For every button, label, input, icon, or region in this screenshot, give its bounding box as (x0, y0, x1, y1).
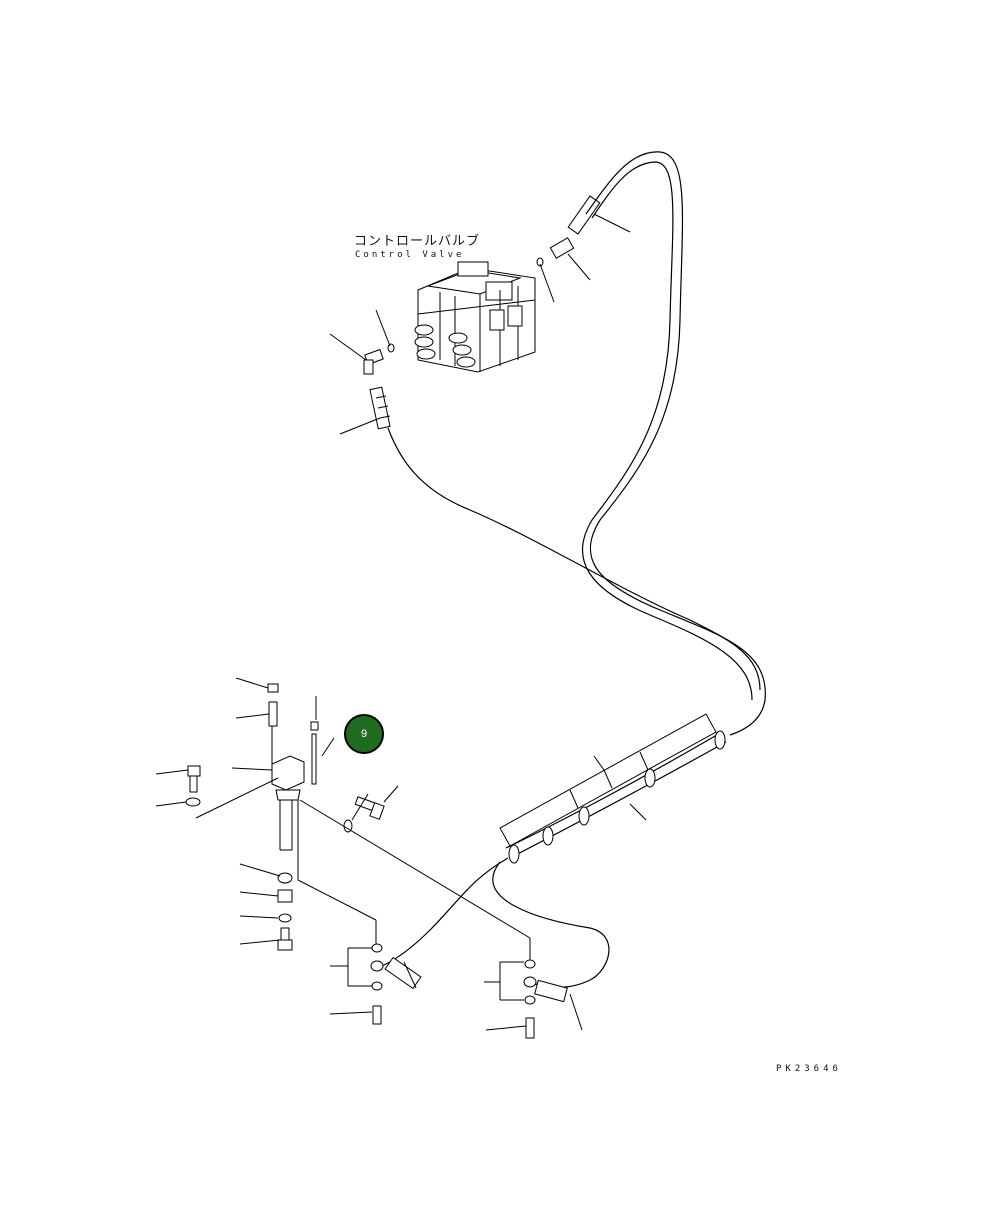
bolt-icon (354, 796, 385, 820)
bracket-icon (267, 683, 319, 851)
control-valve-icon (414, 261, 536, 373)
bracket-icon (277, 889, 293, 903)
callout-badge[interactable]: 9 (344, 714, 384, 754)
hose-icon (370, 943, 422, 1025)
washer-icon (277, 872, 293, 884)
elbow-fitting-icon (363, 348, 384, 375)
washer-icon (278, 913, 292, 923)
leader-lines (155, 213, 647, 1031)
washer-icon (185, 797, 201, 807)
drawing-code: PK23646 (776, 1064, 842, 1074)
hose-icon (523, 959, 568, 1039)
clamp-icon (499, 713, 727, 864)
bolt-icon (277, 927, 293, 951)
callout-badge-number: 9 (360, 728, 368, 740)
bolt-icon (187, 765, 201, 793)
o-ring-icon (536, 257, 544, 267)
hose-icon (369, 386, 391, 430)
control-valve-label-jp: コントロールバルブ (354, 234, 481, 249)
elbow-fitting-icon (549, 237, 575, 259)
control-valve-label-en: Control Valve (355, 250, 465, 260)
o-ring-icon (387, 343, 395, 353)
